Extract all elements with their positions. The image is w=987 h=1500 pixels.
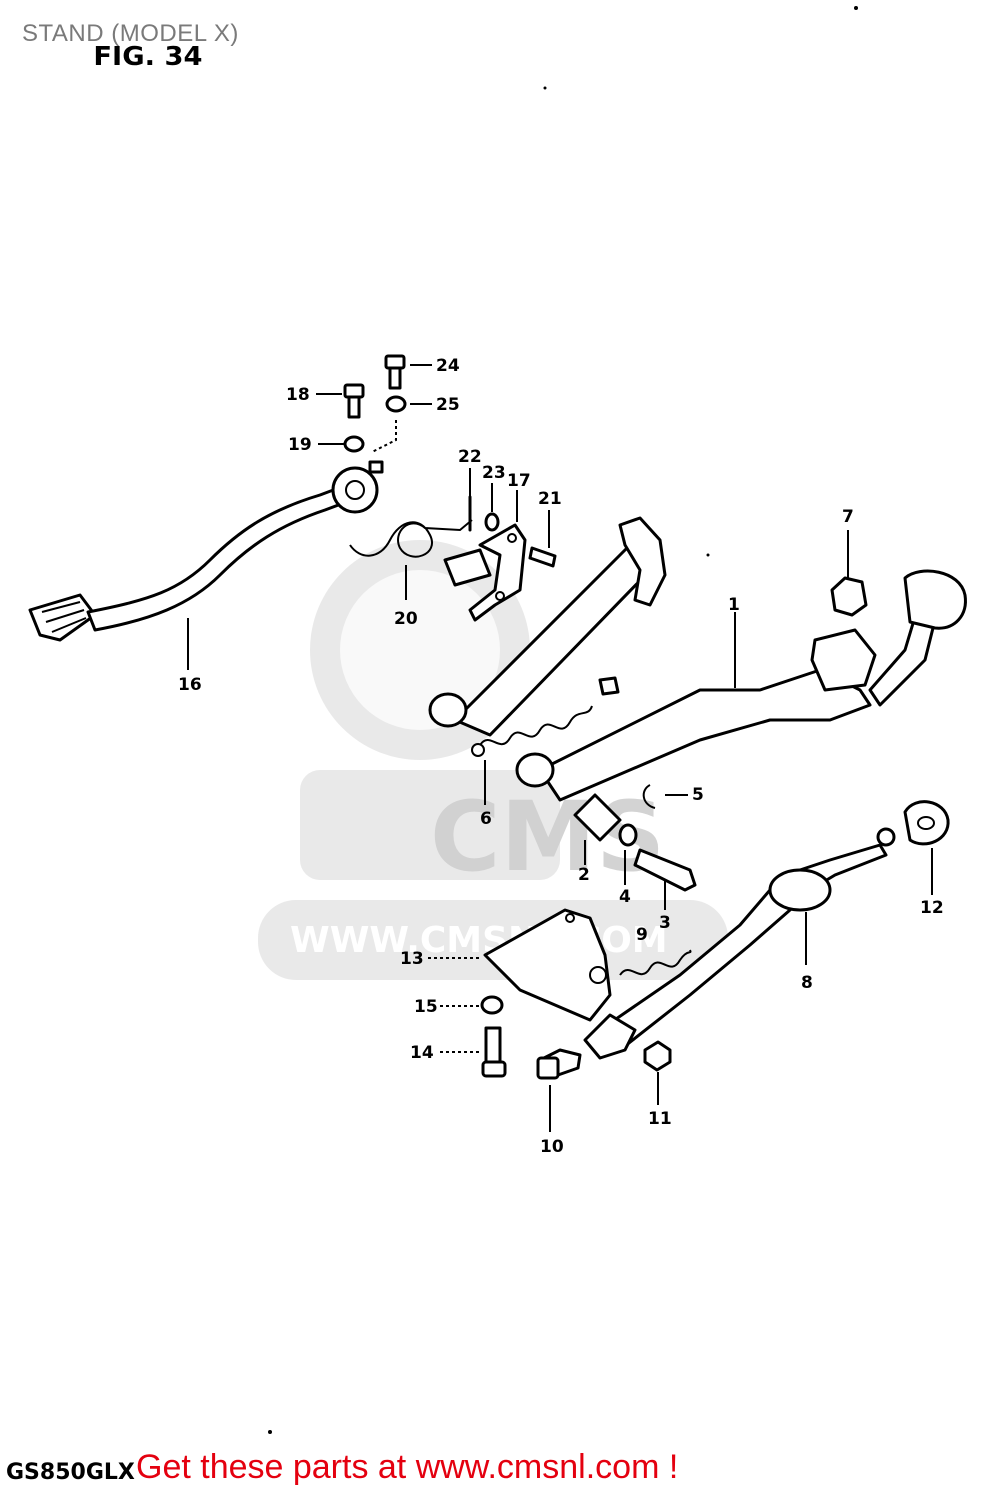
callout-14: 14 xyxy=(410,1043,434,1063)
callout-12: 12 xyxy=(920,898,944,918)
callout-8: 8 xyxy=(801,973,813,993)
part-23-washer xyxy=(484,512,500,532)
callout-21: 21 xyxy=(538,489,562,509)
part-20-spring xyxy=(349,519,473,558)
part-19-nut xyxy=(343,435,365,453)
part-5-clip xyxy=(642,784,656,809)
part-21-bolt xyxy=(528,546,557,568)
part-9-spring xyxy=(619,949,692,976)
callout-4: 4 xyxy=(619,887,631,907)
part-1-stand-frame xyxy=(428,516,967,802)
callout-2: 2 xyxy=(578,865,590,885)
callout-5: 5 xyxy=(692,785,704,805)
callout-23: 23 xyxy=(482,463,506,483)
scan-specks xyxy=(268,6,858,1434)
callout-9: 9 xyxy=(636,925,648,945)
part-17-bracket xyxy=(443,523,527,622)
part-12-rubber xyxy=(903,800,950,846)
model-code: GS850GLX xyxy=(6,1460,135,1485)
part-11-nut xyxy=(643,1040,672,1072)
callout-20: 20 xyxy=(394,609,418,629)
callout-15: 15 xyxy=(414,997,438,1017)
part-7-rubber xyxy=(830,576,868,617)
part-10-bolt xyxy=(536,1048,582,1080)
part-25-nut xyxy=(385,395,407,413)
callout-19: 19 xyxy=(288,435,312,455)
part-4-washer xyxy=(618,823,638,847)
callout-11: 11 xyxy=(648,1109,672,1129)
part-13-plate xyxy=(483,908,612,1022)
watermark-url: WWW.CMSNL.COM xyxy=(290,920,668,961)
part-24-bolt xyxy=(384,354,406,390)
part-15-washer xyxy=(480,995,504,1015)
callout-7: 7 xyxy=(842,507,854,527)
part-8-side-stand xyxy=(583,827,896,1060)
figure-number: FIG. 34 xyxy=(93,42,203,72)
callout-6: 6 xyxy=(480,809,492,829)
part-2-collar xyxy=(573,793,622,842)
callout-25: 25 xyxy=(436,395,460,415)
part-3-bolt xyxy=(633,848,697,892)
callout-13: 13 xyxy=(400,949,424,969)
page-title: STAND (MODEL X) xyxy=(22,20,239,47)
get-parts-link[interactable]: Get these parts at www.cmsnl.com ! xyxy=(136,1448,679,1486)
callout-22: 22 xyxy=(458,447,482,467)
callout-17: 17 xyxy=(507,471,531,491)
leader-lines xyxy=(187,364,933,1132)
part-14-bolt xyxy=(481,1026,507,1078)
callout-3: 3 xyxy=(659,913,671,933)
callout-18: 18 xyxy=(286,385,310,405)
callout-numbers: 1 2 3 4 5 6 7 8 9 10 11 12 13 14 15 16 1… xyxy=(178,356,944,1157)
part-16-lever xyxy=(28,460,384,642)
callout-16: 16 xyxy=(178,675,202,695)
part-18-bolt xyxy=(343,383,365,419)
callout-24: 24 xyxy=(436,356,460,376)
part-6-spring xyxy=(471,705,593,757)
callout-10: 10 xyxy=(540,1137,564,1157)
callout-1: 1 xyxy=(728,595,740,615)
